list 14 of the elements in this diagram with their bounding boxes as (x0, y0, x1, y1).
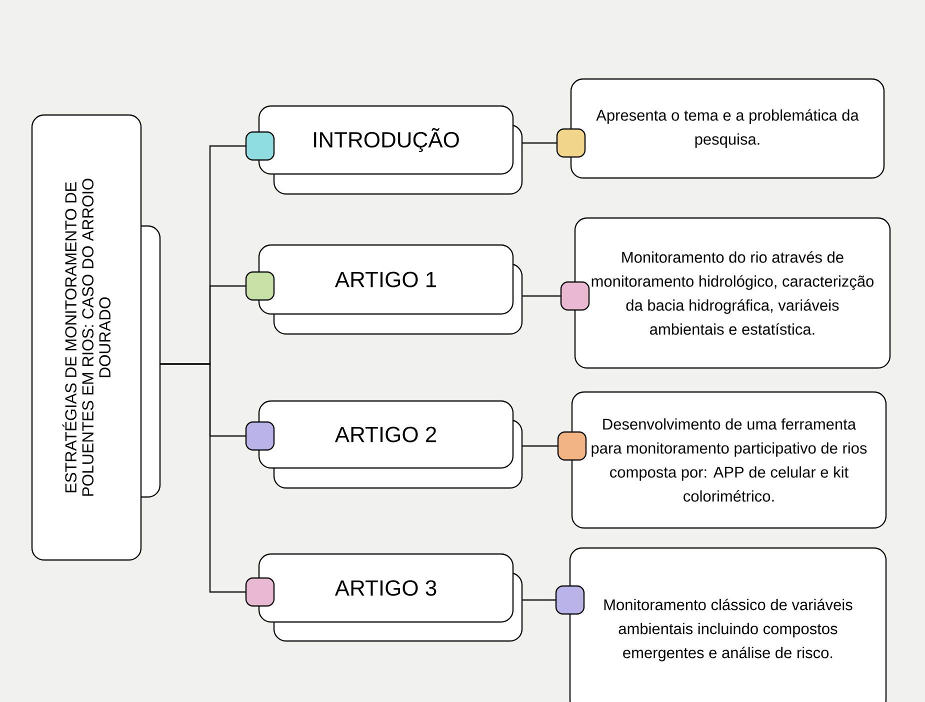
section-box: ARTIGO 2 (245, 400, 523, 489)
description-box: Apresenta o tema e a problemática da pesquisa. (556, 78, 885, 179)
section-box: ARTIGO 3 (245, 553, 523, 642)
section-box: INTRODUÇÃO (245, 105, 523, 195)
description-box: Monitoramento do rio através de monitoramento hidrológico, caracterizção da bacia hidrográfica, variáveis ambientais e estatística. (560, 217, 891, 369)
section-box: ARTIGO 1 (245, 244, 523, 335)
connector-line (522, 295, 561, 297)
connector-line (522, 142, 557, 144)
description-box: Monitoramento clássico de variáveis ambientais incluindo compostos emergentes e análise de risco. (555, 547, 887, 702)
connector-line (522, 445, 558, 447)
title-box: ESTRATÉGIAS DE MONITORAMENTO DE POLUENTES EM RIOS: CASO DO ARROIO DOURADO (31, 114, 161, 561)
connector-line (522, 599, 556, 601)
description-box: Desenvolvimento de uma ferramenta para monitoramento participativo de rios composta por: APP de celular e kit colorimétrico. (557, 391, 887, 529)
connector-line (160, 363, 246, 593)
